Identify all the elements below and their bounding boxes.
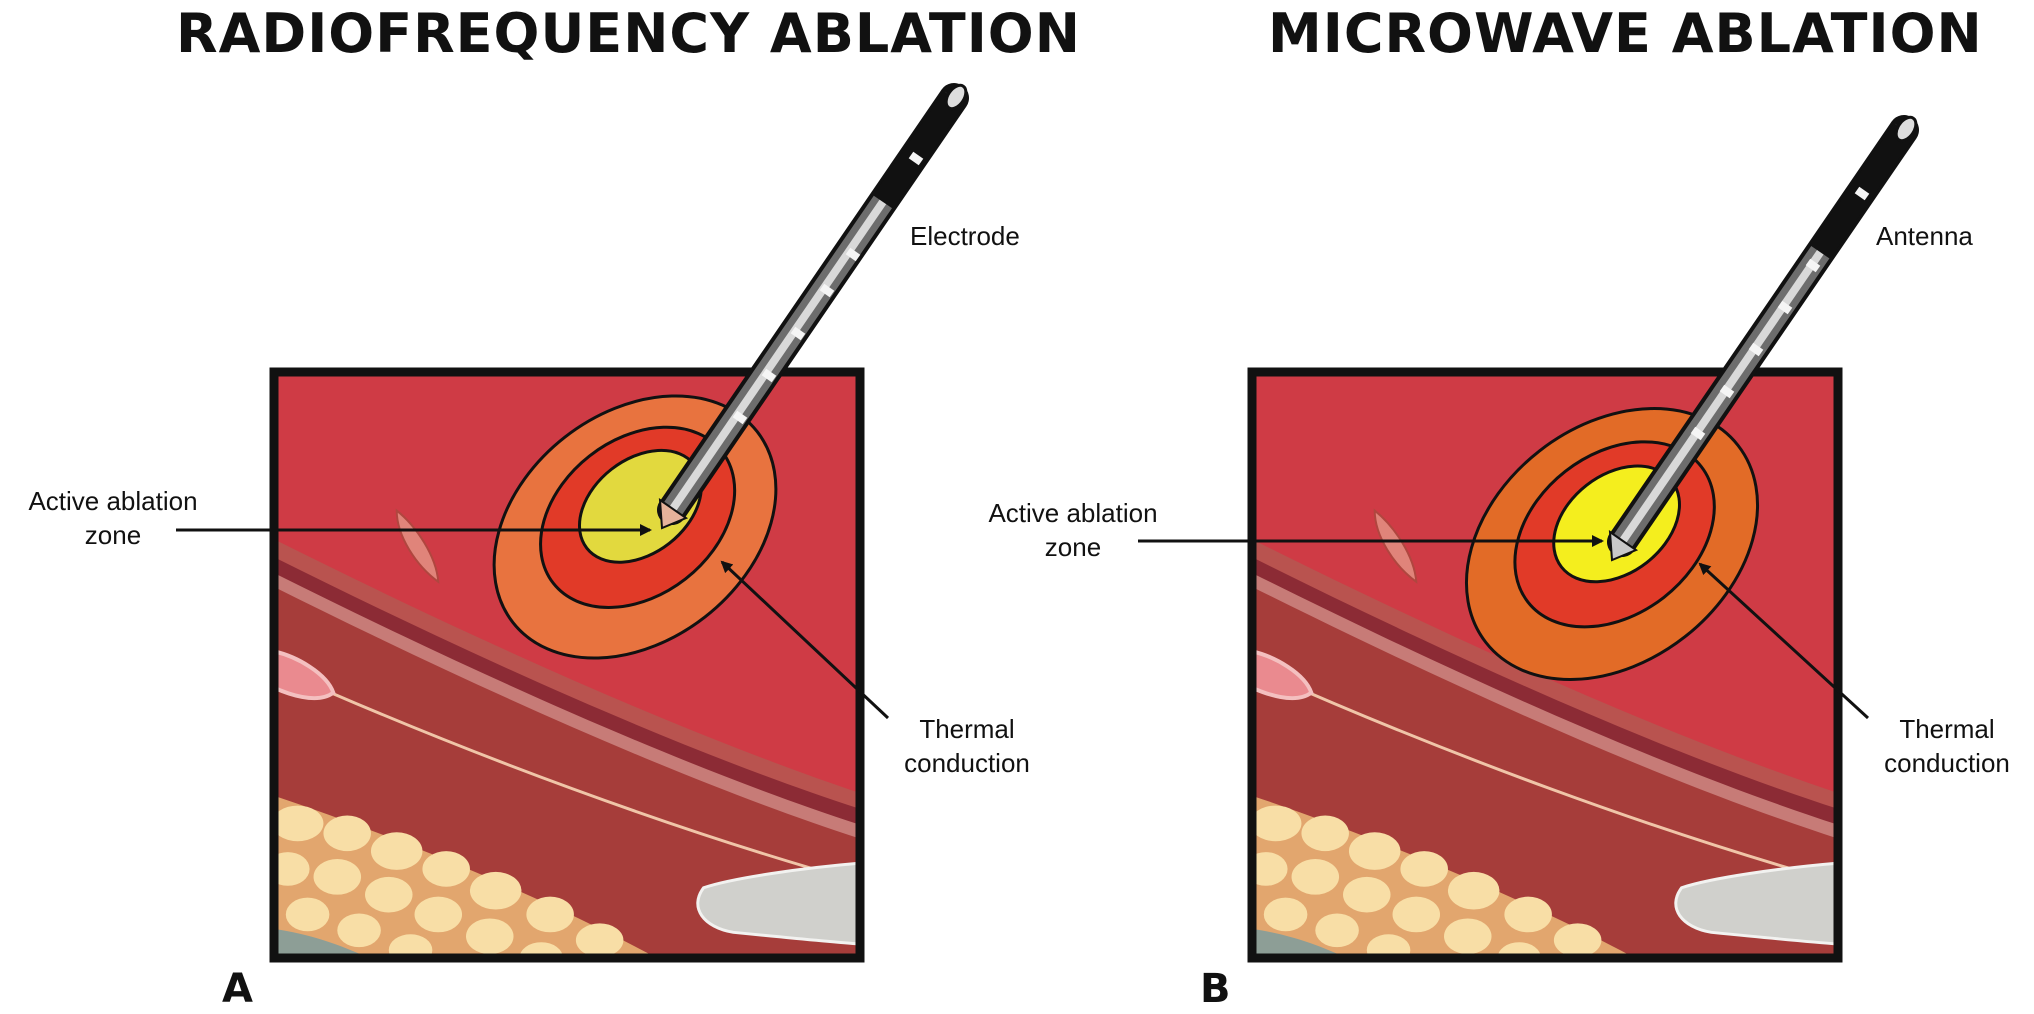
electrode-label: Electrode	[910, 221, 1020, 251]
panel-a-title: RADIOFREQUENCY ABLATION	[176, 2, 1081, 65]
panel-b-zone-label-line2: zone	[1044, 532, 1102, 562]
panel-a-conduction-label-line2: conduction	[904, 748, 1030, 778]
panel-a-zone-label-line2: zone	[84, 520, 142, 550]
panel-a-conduction-label-line1: Thermal	[919, 714, 1015, 744]
antenna-label: Antenna	[1876, 221, 1973, 251]
panel-b-conduction-label-line2: conduction	[1884, 748, 2010, 778]
panel-b	[1138, 115, 1919, 963]
electrode-probe	[657, 83, 969, 530]
panel-a-conduction-arrow	[720, 560, 890, 720]
panel-a-conduction-label: Thermal conduction	[882, 712, 1052, 780]
panel-b-zone-label: Active ablation zone	[966, 496, 1180, 564]
panel-a-zone-label-line1: Active ablation	[28, 486, 198, 516]
panel-b-conduction-label-line1: Thermal	[1899, 714, 1995, 744]
panel-b-conduction-arrow	[1698, 562, 1870, 720]
panel-a-zone-label: Active ablation zone	[6, 484, 220, 552]
panel-a	[176, 83, 969, 963]
panel-b-letter: B	[1200, 966, 1231, 1012]
panel-a-frame	[269, 367, 865, 963]
panel-b-zone-label-line1: Active ablation	[988, 498, 1158, 528]
panel-b-title: MICROWAVE ABLATION	[1268, 2, 1983, 65]
panel-b-frame	[1247, 367, 1843, 963]
antenna-probe	[1607, 115, 1919, 562]
panel-b-conduction-label: Thermal conduction	[1862, 712, 2032, 780]
panel-a-letter: A	[222, 966, 253, 1012]
